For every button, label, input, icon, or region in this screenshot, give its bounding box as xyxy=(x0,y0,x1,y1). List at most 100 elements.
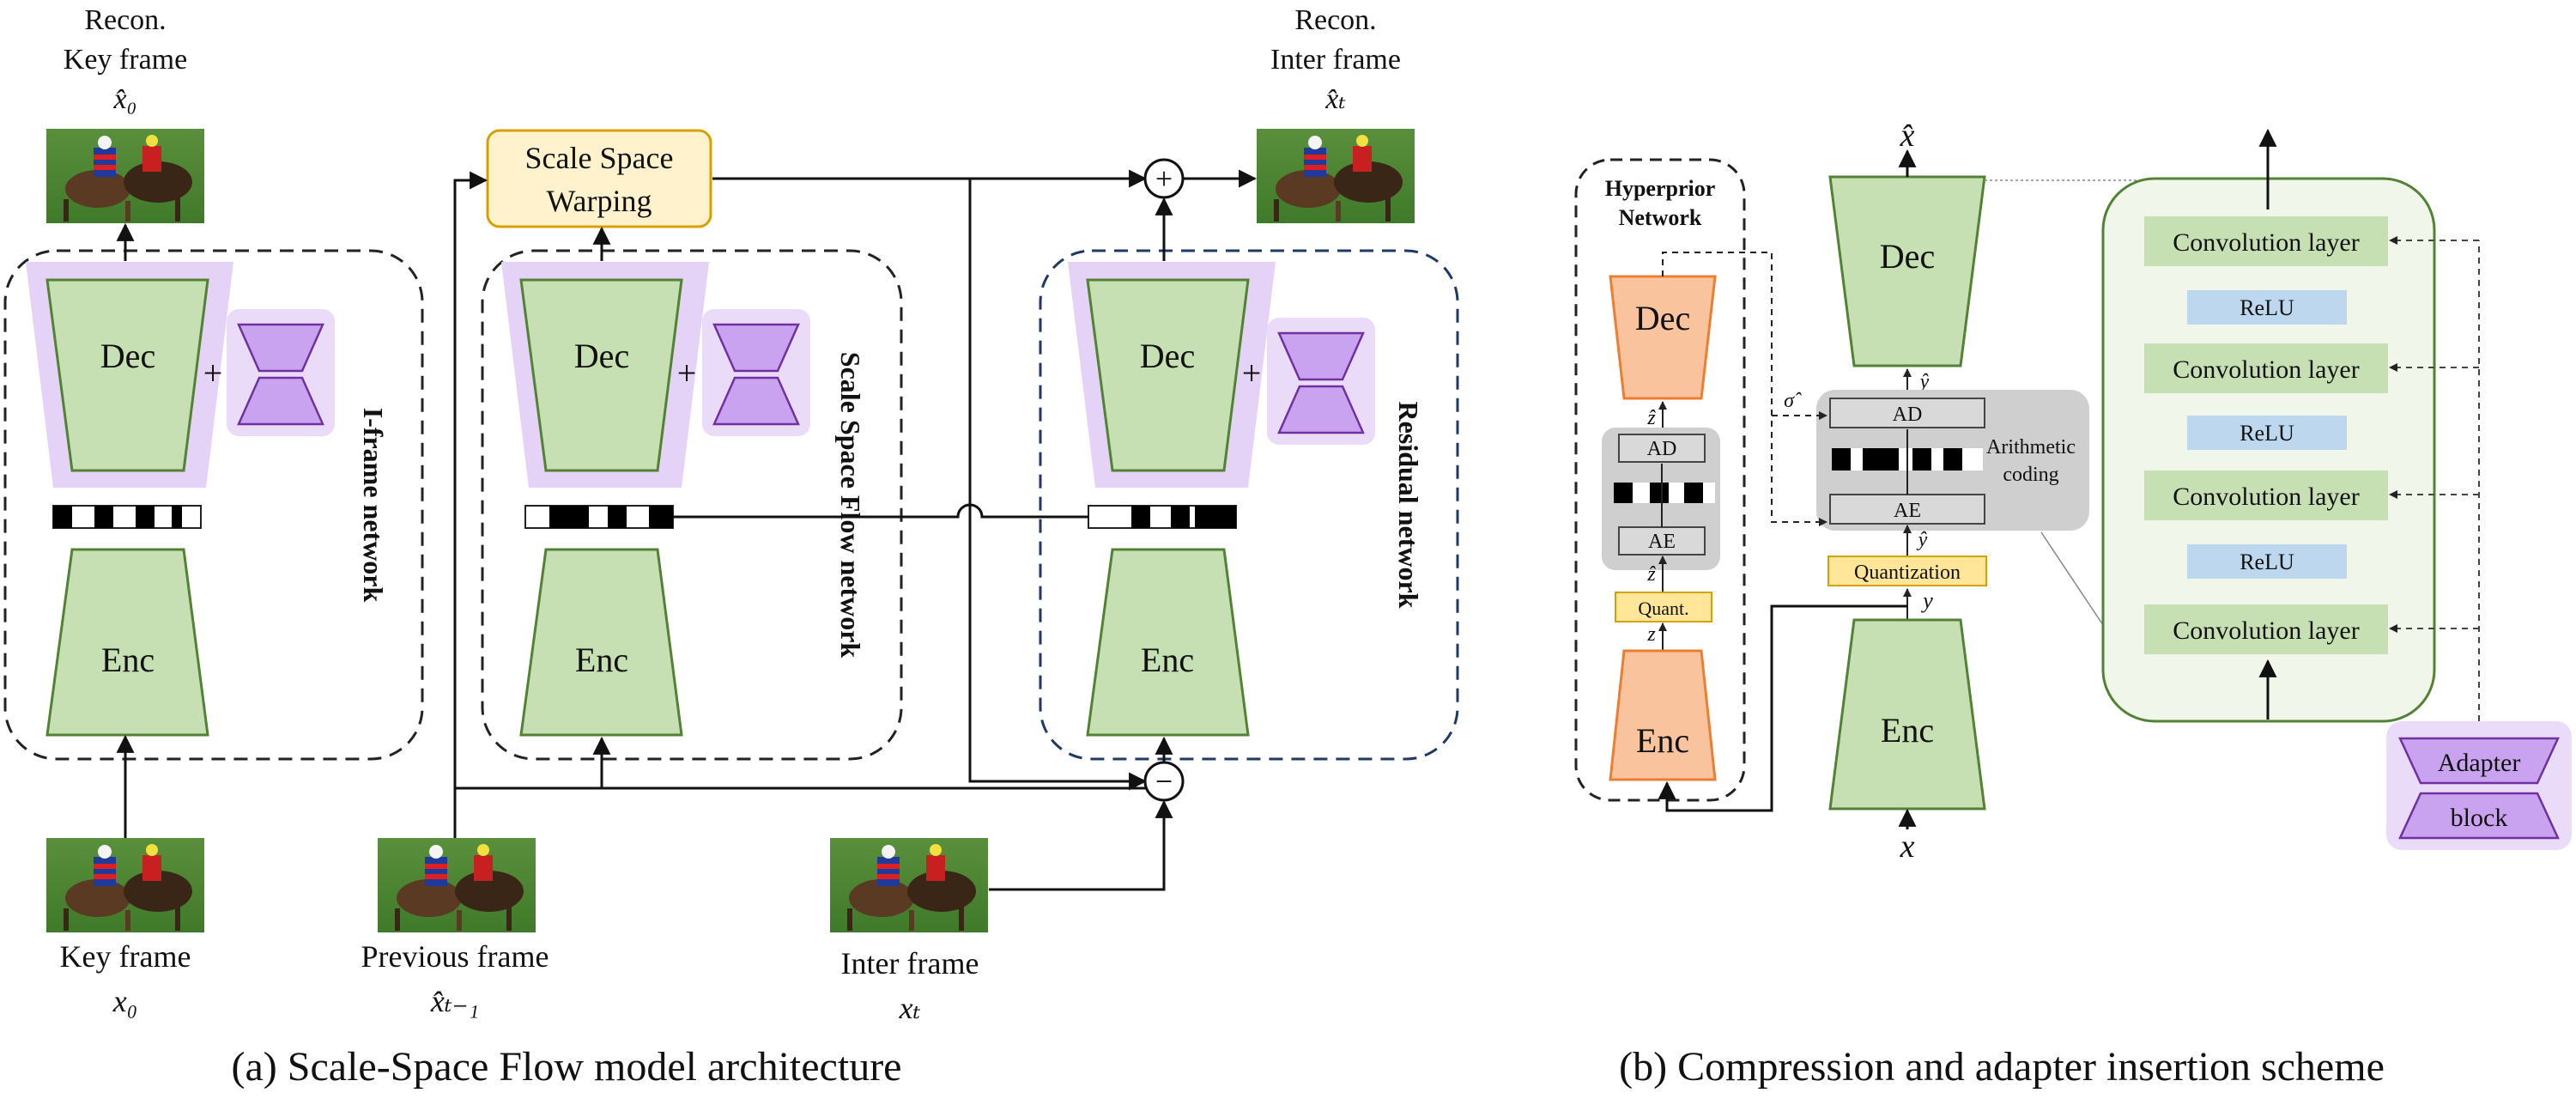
residual-plus: + xyxy=(1242,354,1262,392)
conv-layer-3 xyxy=(2144,471,2388,520)
main-yhat-bottom: ŷ xyxy=(1917,529,1928,551)
recon-inter-frame-image xyxy=(1257,129,1415,223)
hyperprior-zhat-top: ẑ xyxy=(1646,407,1656,429)
recon-key-frame-symbol: x̂₀ xyxy=(113,83,137,115)
main-xhat: x̂ xyxy=(1900,118,1915,154)
residual-network: Dec + Enc Residual network xyxy=(1039,249,1459,761)
main-quantization-label: Quantization xyxy=(1854,562,1961,584)
residual-bitstream xyxy=(1088,505,1237,529)
flow-dec-label: Dec xyxy=(574,337,629,375)
adapter-detail-panel: Convolution layer ReLU Convolution layer… xyxy=(2101,128,2436,723)
flow-plus: + xyxy=(677,354,697,392)
adapter-block: Adapter block xyxy=(2386,721,2572,850)
flow-enc-label: Enc xyxy=(575,641,628,679)
adapter-block-line1: Adapter xyxy=(2438,749,2521,777)
previous-frame-image xyxy=(378,838,536,932)
hyperprior-title-line1: Hyperprior xyxy=(1605,176,1716,201)
iframe-network-title: I-frame network xyxy=(358,408,389,603)
caption-a: (a) Scale-Space Flow model architecture xyxy=(232,1044,902,1090)
residual-dec xyxy=(1086,278,1250,472)
iframe-network: Dec + Enc I-frame network xyxy=(3,249,424,761)
hyperprior-bitstream xyxy=(1614,483,1715,503)
hyperprior-title-line2: Network xyxy=(1619,205,1702,230)
inter-frame-image xyxy=(830,838,988,932)
hyperprior-enc xyxy=(1609,649,1717,781)
iframe-dec-label: Dec xyxy=(100,337,155,375)
hyperprior-zhat-bottom: ẑ xyxy=(1646,563,1656,586)
part-a: Recon. Key frame x̂₀ Recon. Inter frame … xyxy=(3,4,1459,1090)
arith-line1: Arithmetic xyxy=(1986,436,2076,458)
hyperprior-enc-label: Enc xyxy=(1636,721,1689,760)
recon-inter-frame-line1: Recon. xyxy=(1294,4,1376,36)
residual-enc-label: Enc xyxy=(1141,641,1194,679)
relu-1-label: ReLU xyxy=(2240,295,2294,320)
iframe-enc-label: Enc xyxy=(101,641,155,679)
conv-layer-1-label: Convolution layer xyxy=(2173,228,2359,257)
conv-layer-4-label: Convolution layer xyxy=(2173,616,2359,645)
iframe-dec xyxy=(45,278,209,472)
main-y: y xyxy=(1920,588,1933,613)
add-node-symbol: + xyxy=(1155,161,1173,196)
recon-key-frame-line1: Recon. xyxy=(84,4,166,36)
flow-network-title: Scale Space Flow network xyxy=(835,352,866,659)
iframe-plus: + xyxy=(203,354,223,392)
sigma-hat: σ̂ xyxy=(1784,390,1802,412)
add-node: + xyxy=(1143,158,1185,199)
hyperprior-z: z xyxy=(1646,623,1656,646)
hyperprior-dec-label: Dec xyxy=(1635,299,1690,337)
warping-line1: Scale Space xyxy=(525,141,674,175)
conv-layer-2 xyxy=(2144,343,2388,393)
hyperprior-quant-label: Quant. xyxy=(1638,598,1688,619)
main-x: x xyxy=(1900,829,1915,865)
main-yhat-top: ŷ xyxy=(1918,371,1930,393)
hyperprior-ad xyxy=(1618,434,1706,463)
relu-3-label: ReLU xyxy=(2240,550,2294,574)
subtract-node: − xyxy=(1143,761,1185,802)
previous-frame-label: Previous frame xyxy=(361,939,549,974)
hyperprior-ae xyxy=(1618,526,1706,556)
hyperprior-ae-label: AE xyxy=(1648,531,1676,553)
recon-key-frame-line2: Key frame xyxy=(64,44,187,76)
recon-key-frame-image xyxy=(46,129,204,223)
main-quantization xyxy=(1827,556,1987,586)
conv-layer-1 xyxy=(2144,216,2388,266)
arith-line2: coding xyxy=(2003,464,2058,486)
adapter-block-line2: block xyxy=(2451,804,2508,832)
main-ad xyxy=(1829,398,1985,428)
hyperprior-ad-label: AD xyxy=(1647,438,1677,460)
recon-inter-frame-line2: Inter frame xyxy=(1270,44,1401,76)
inter-frame-label: Inter frame xyxy=(841,946,979,981)
flow-bitstream xyxy=(524,505,674,529)
relu-3 xyxy=(2187,544,2347,579)
hyperprior-dec xyxy=(1609,275,1717,400)
main-ae-label: AE xyxy=(1894,500,1921,522)
key-frame-label: Key frame xyxy=(60,939,191,974)
main-ad-label: AD xyxy=(1893,404,1923,426)
key-frame-symbol: x₀ xyxy=(112,984,138,1018)
main-ae xyxy=(1829,494,1985,525)
relu-2 xyxy=(2187,416,2347,450)
flow-network: Dec + Enc Scale Space Flow network xyxy=(481,249,903,761)
inter-frame-symbol: xₜ xyxy=(899,991,921,1025)
part-b: Hyperprior Network Dec ẑ AD AE ẑ Quant. … xyxy=(1574,118,2572,1090)
main-dec-label: Dec xyxy=(1880,237,1935,276)
main-enc-label: Enc xyxy=(1881,711,1934,750)
recon-inter-frame-symbol: x̂ₜ xyxy=(1324,83,1346,115)
main-enc xyxy=(1828,618,1986,811)
key-frame-image xyxy=(46,838,204,932)
flow-dec xyxy=(519,278,683,472)
iframe-bitstream xyxy=(52,505,202,529)
conv-layer-4 xyxy=(2144,604,2388,654)
relu-1 xyxy=(2187,290,2347,325)
residual-network-title: Residual network xyxy=(1393,402,1424,609)
warping-box: Scale Space Warping xyxy=(486,129,712,228)
caption-b: (b) Compression and adapter insertion sc… xyxy=(1619,1044,2385,1090)
conv-layer-3-label: Convolution layer xyxy=(2173,483,2359,511)
relu-2-label: ReLU xyxy=(2240,421,2294,446)
flow-enc xyxy=(519,548,683,737)
warping-line2: Warping xyxy=(546,184,652,218)
residual-dec-label: Dec xyxy=(1140,337,1195,375)
conv-layer-2-label: Convolution layer xyxy=(2173,355,2359,384)
previous-frame-symbol: x̂ₜ₋₁ xyxy=(430,984,479,1018)
